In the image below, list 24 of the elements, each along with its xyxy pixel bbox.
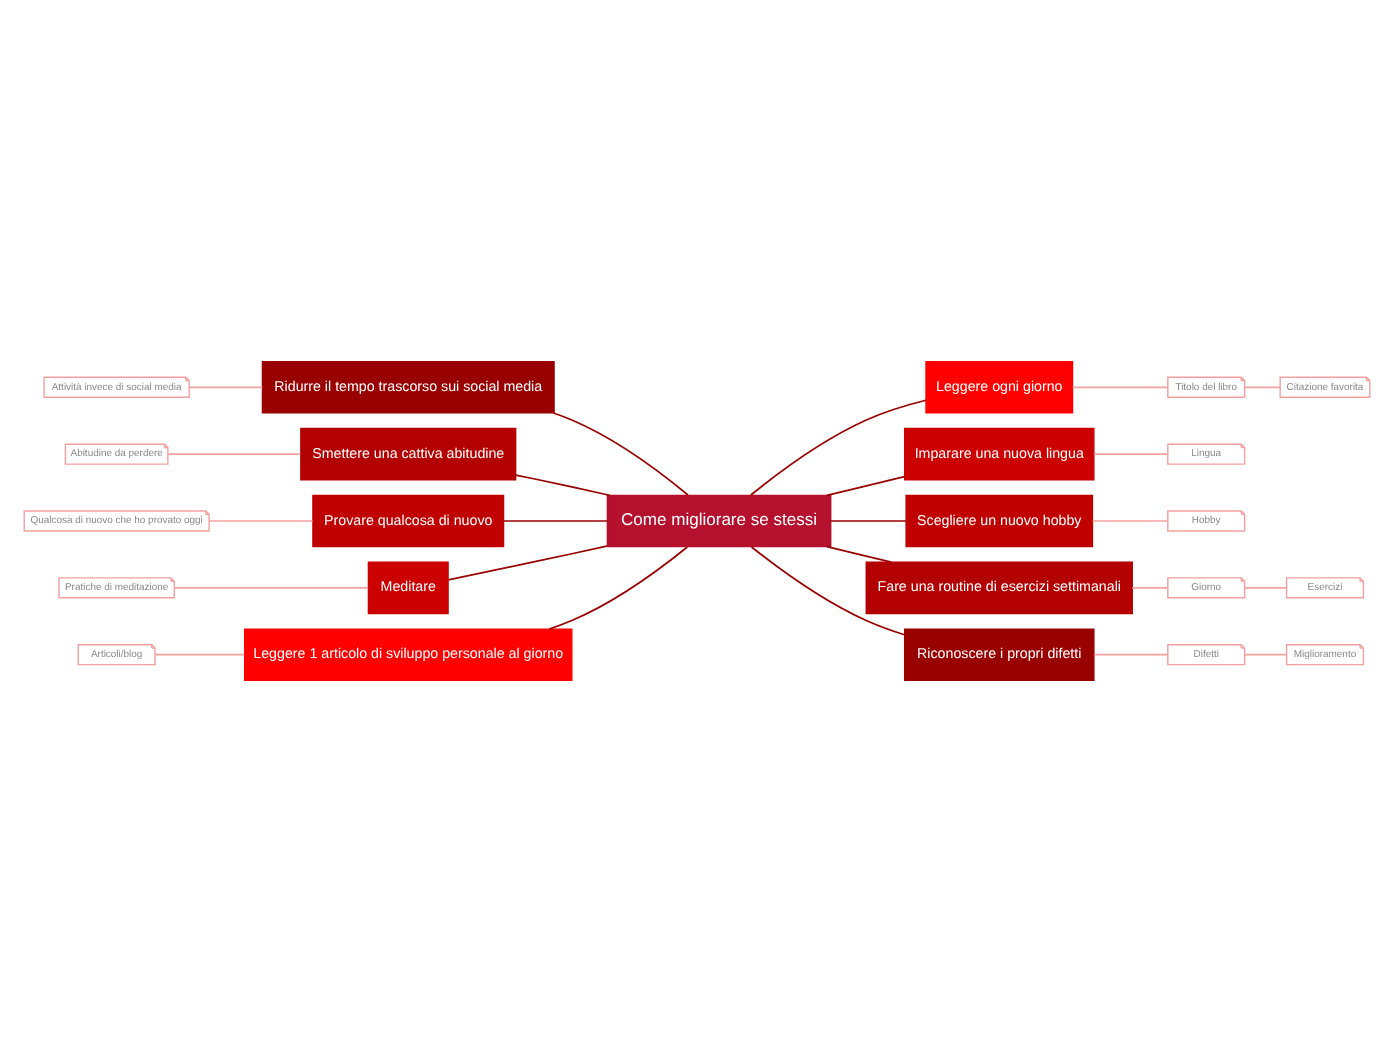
connector <box>750 398 927 495</box>
connector <box>167 452 302 454</box>
connector <box>514 473 611 496</box>
connector <box>1244 652 1288 655</box>
connector <box>1071 385 1169 388</box>
connector <box>830 519 907 521</box>
connector <box>750 545 906 635</box>
connector <box>1093 652 1169 655</box>
connector <box>1131 586 1169 588</box>
connector <box>826 544 893 562</box>
connector <box>208 519 314 521</box>
connector <box>1244 586 1288 588</box>
connector <box>548 545 689 629</box>
connector <box>502 519 609 521</box>
connector <box>188 385 264 388</box>
node-box: Come migliorare se stessi <box>606 493 832 547</box>
connector <box>1093 452 1169 454</box>
connector <box>552 411 689 495</box>
connector <box>826 474 906 496</box>
connector <box>1244 385 1281 388</box>
connector <box>173 586 369 588</box>
connector <box>447 544 608 580</box>
connector <box>1091 519 1169 521</box>
connector <box>154 652 246 655</box>
